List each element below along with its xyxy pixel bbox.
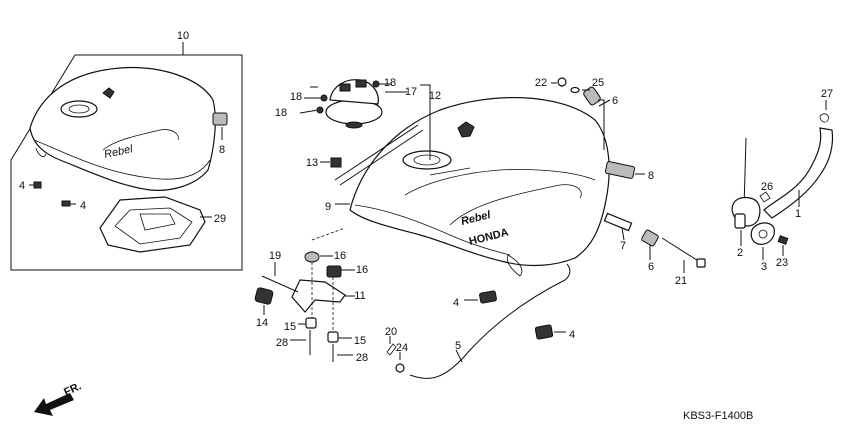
bracket-11	[291, 279, 346, 313]
callout-c8b: 8	[648, 170, 654, 182]
callout-c22: 22	[535, 77, 547, 89]
callout-c12: 12	[429, 90, 441, 102]
callout-c6a: 6	[612, 95, 618, 107]
catalog-code: KBS3-F1400B	[683, 410, 753, 422]
fuel-tank: Rebel HONDA	[349, 96, 610, 277]
callout-c19: 19	[269, 250, 281, 262]
callout-c18a: 18	[384, 77, 396, 89]
fuel-cap-assembly	[299, 79, 431, 186]
callout-c10: 10	[177, 30, 189, 42]
callout-c15a: 15	[284, 321, 296, 333]
pad-8-top	[212, 112, 228, 126]
callout-c1: 1	[795, 208, 801, 220]
callout-c9: 9	[325, 201, 331, 213]
cover-logo-text: Rebel	[103, 143, 134, 161]
callout-c5: 5	[455, 340, 461, 352]
mounting-parts	[29, 42, 571, 379]
callout-c4b: 4	[80, 200, 86, 212]
callout-c17: 17	[405, 86, 417, 98]
direction-label: FR.	[62, 380, 83, 398]
fuel-valve-parts	[551, 77, 834, 273]
rubber-mat-29	[99, 196, 206, 253]
callout-c3: 3	[761, 261, 767, 273]
callout-c28a: 28	[276, 337, 288, 349]
callout-c7: 7	[620, 240, 626, 252]
callout-c16a: 16	[334, 250, 346, 262]
callout-c4a: 4	[19, 180, 25, 192]
tank-cover-panel: Rebel	[10, 54, 243, 271]
callout-c25: 25	[592, 77, 604, 89]
callout-c2: 2	[737, 247, 743, 259]
callout-c18c: 18	[275, 107, 287, 119]
callout-c29: 29	[214, 213, 226, 225]
callout-c16b: 16	[356, 264, 368, 276]
callout-c13: 13	[306, 157, 318, 169]
callout-c18b: 18	[290, 91, 302, 103]
front-direction-arrow: FR.	[34, 380, 83, 416]
tube-7	[603, 212, 633, 232]
callout-c6b: 6	[648, 261, 654, 273]
pad-8-right	[604, 161, 636, 179]
grommet-13	[330, 157, 342, 168]
callout-c14: 14	[256, 317, 268, 329]
callout-c23: 23	[776, 257, 788, 269]
callout-c28b: 28	[356, 352, 368, 364]
callout-c27: 27	[821, 88, 833, 100]
callout-c20: 20	[385, 326, 397, 338]
clip-4b	[61, 200, 71, 207]
callout-c26: 26	[761, 181, 773, 193]
callout-c21: 21	[675, 275, 687, 287]
callout-c4c: 4	[453, 297, 459, 309]
callout-c24: 24	[396, 342, 408, 354]
callout-c11: 11	[354, 290, 365, 302]
callout-c4d: 4	[569, 329, 575, 341]
callout-c15b: 15	[354, 335, 366, 347]
callout-c8a: 8	[219, 144, 225, 156]
clip-4a	[33, 181, 42, 189]
